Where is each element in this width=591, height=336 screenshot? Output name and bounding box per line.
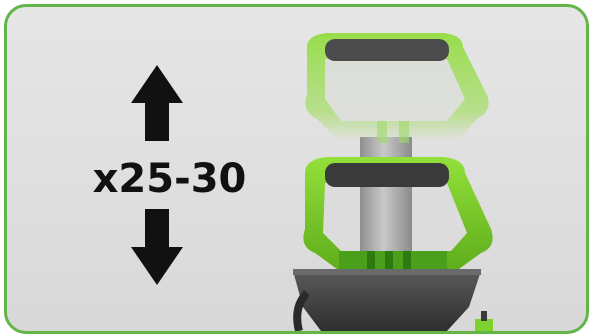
- arrow-up-icon: [131, 65, 183, 141]
- instruction-panel: x25-30: [4, 4, 589, 334]
- pump-handle-raised: [305, 33, 488, 143]
- pump-handle: [303, 157, 492, 271]
- pump-tank-top: [293, 269, 493, 331]
- arrow-down-icon: [131, 209, 183, 285]
- repetition-count: x25-30: [87, 157, 252, 201]
